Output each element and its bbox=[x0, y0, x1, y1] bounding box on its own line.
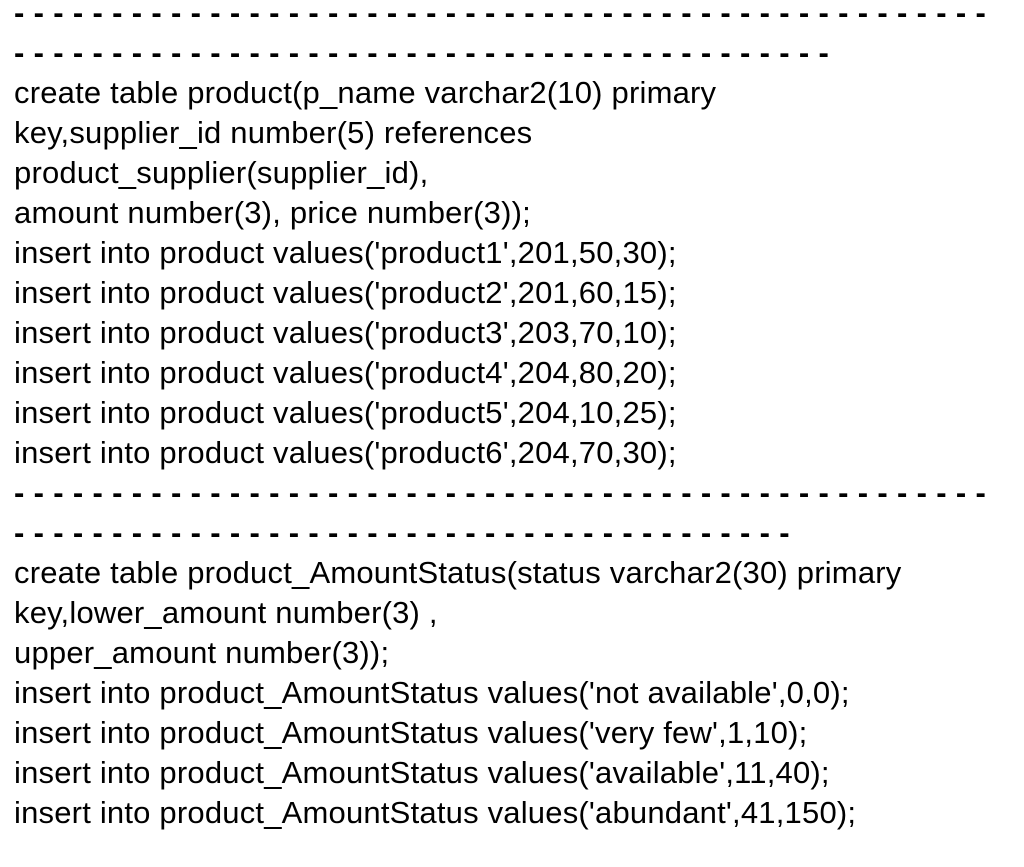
sql-code-line: insert into product_AmountStatus values(… bbox=[14, 675, 850, 710]
sql-code-line: insert into product values('product1',20… bbox=[14, 235, 677, 270]
sql-code-line: upper_amount number(3)); bbox=[14, 635, 390, 670]
sql-code-line: amount number(3), price number(3)); bbox=[14, 195, 531, 230]
sql-script-document: ----------------------------------------… bbox=[14, 0, 996, 830]
sql-code-line: insert into product values('product5',20… bbox=[14, 395, 677, 430]
sql-code-line: insert into product values('product2',20… bbox=[14, 275, 677, 310]
sql-code-line: insert into product values('product3',20… bbox=[14, 315, 677, 350]
separator-dashes: ---------------------------------------- bbox=[14, 515, 799, 550]
sql-code-line: create table product_AmountStatus(status… bbox=[14, 555, 902, 590]
separator-dashes: ----------------------------------------… bbox=[14, 35, 839, 70]
sql-code-line: insert into product_AmountStatus values(… bbox=[14, 795, 857, 830]
sql-code-line: create table product(p_name varchar2(10)… bbox=[14, 75, 717, 110]
separator-dashes: ----------------------------------------… bbox=[14, 475, 996, 510]
sql-code-line: insert into product values('product4',20… bbox=[14, 355, 677, 390]
sql-code-line: key,supplier_id number(5) references bbox=[14, 115, 533, 150]
separator-dashes: ----------------------------------------… bbox=[14, 0, 996, 30]
sql-code-line: insert into product_AmountStatus values(… bbox=[14, 715, 808, 750]
sql-code-line: insert into product_AmountStatus values(… bbox=[14, 755, 830, 790]
sql-code-line: product_supplier(supplier_id), bbox=[14, 155, 429, 190]
sql-code-line: insert into product values('product6',20… bbox=[14, 435, 677, 470]
sql-code-line: key,lower_amount number(3) , bbox=[14, 595, 438, 630]
